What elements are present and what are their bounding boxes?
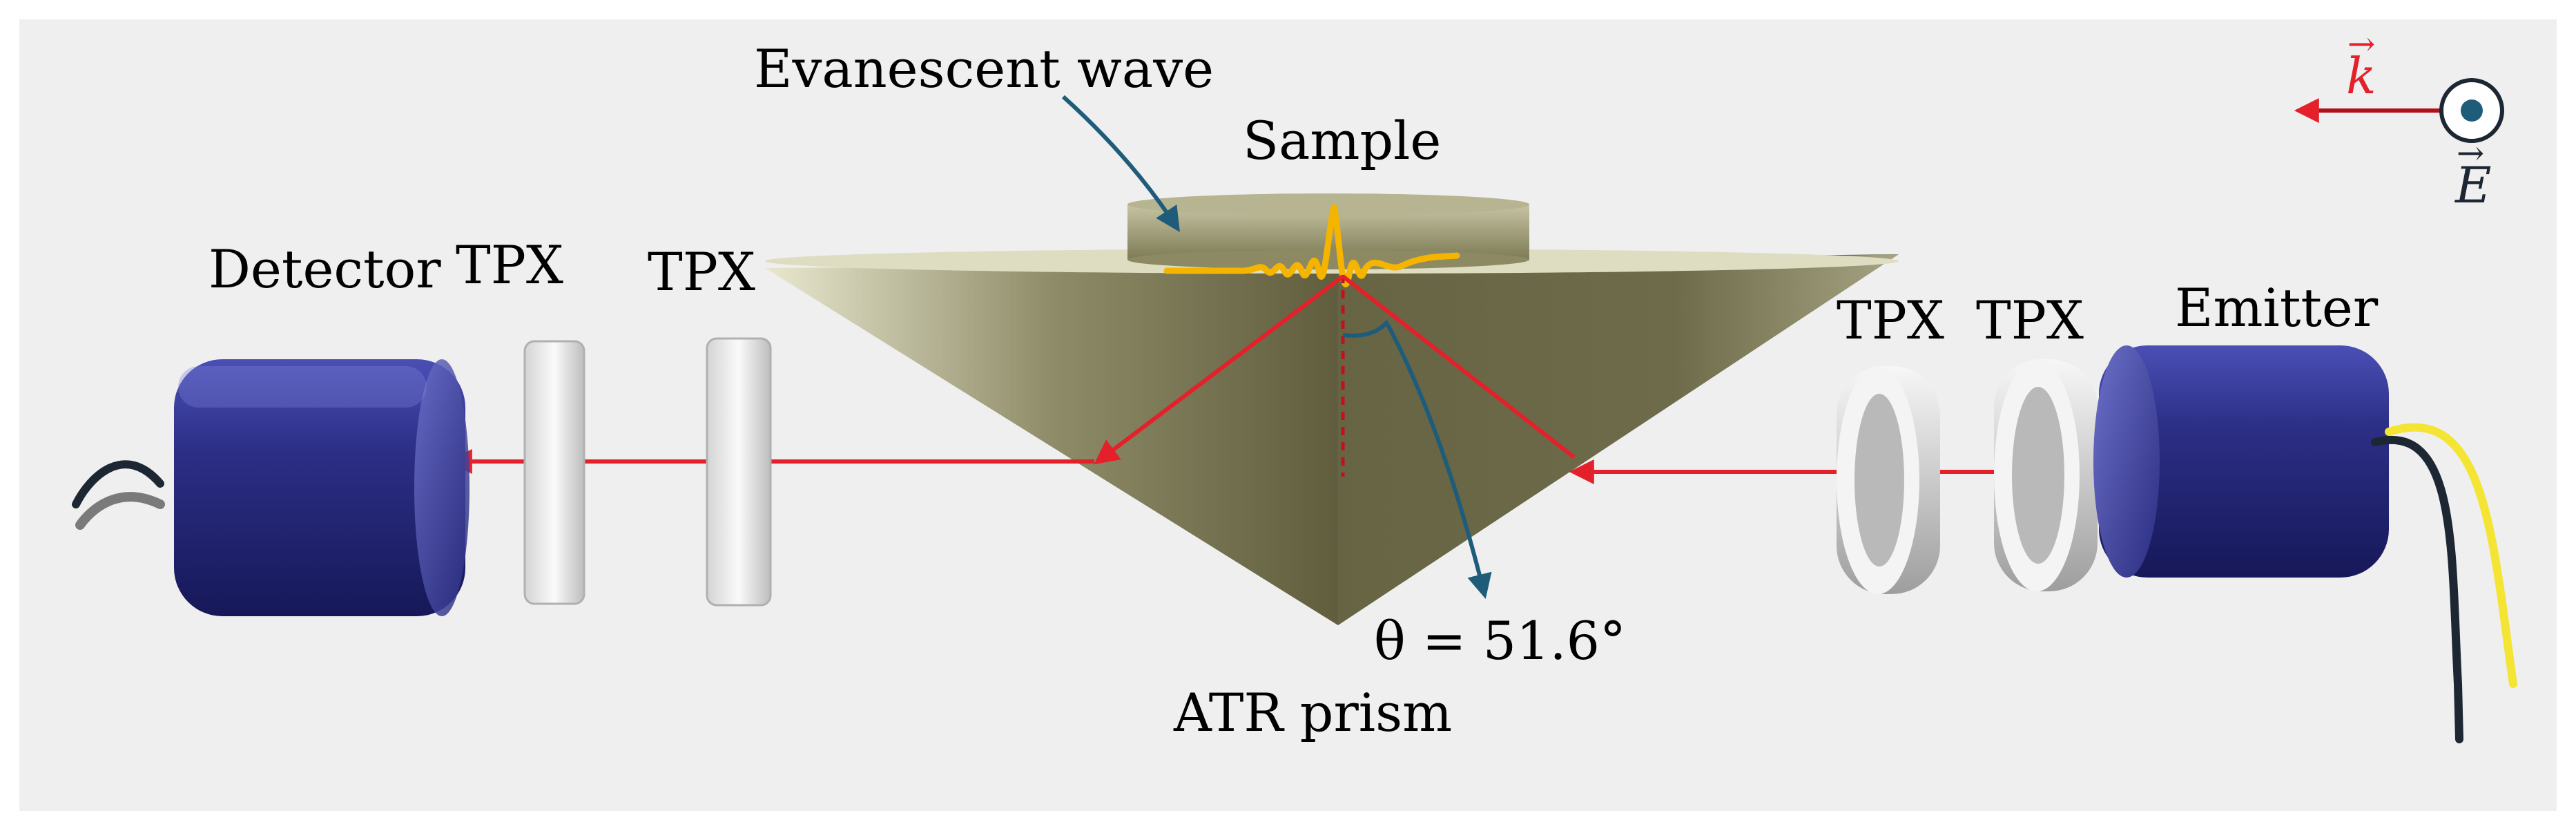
- evanescent-wave-pointer: [1061, 95, 1180, 233]
- polarization-legend: [2294, 78, 2504, 143]
- angle-label: θ = 51.6°: [1374, 610, 1626, 671]
- angle-pointer: [1386, 323, 1492, 599]
- emitter: [2093, 345, 2517, 743]
- detector-label: Detector: [209, 238, 441, 300]
- e-vector-label: → E: [2455, 134, 2492, 214]
- prism-label: ATR prism: [1174, 682, 1453, 743]
- evanescent-wave-label: Evanescent wave: [754, 38, 1214, 99]
- detector: [72, 359, 469, 616]
- k-vector-label: → k: [2346, 25, 2376, 105]
- angle-arc: [1342, 320, 1390, 338]
- tpx-window-right-1: [1837, 366, 1940, 594]
- tpx-label-1: TPX: [456, 234, 563, 296]
- tpx-label-2: TPX: [648, 241, 755, 303]
- tpx-window-left-1: [523, 340, 585, 605]
- tpx-label-3: TPX: [1837, 289, 1944, 351]
- tpx-window-right-2: [1994, 359, 2098, 591]
- sample-label: Sample: [1243, 110, 1442, 171]
- atr-prism: [765, 249, 1899, 625]
- tpx-label-4: TPX: [1976, 289, 2084, 351]
- evanescent-wave-trace: [1163, 204, 1460, 287]
- tpx-window-left-2: [706, 337, 772, 607]
- emitter-label: Emitter: [2175, 277, 2379, 339]
